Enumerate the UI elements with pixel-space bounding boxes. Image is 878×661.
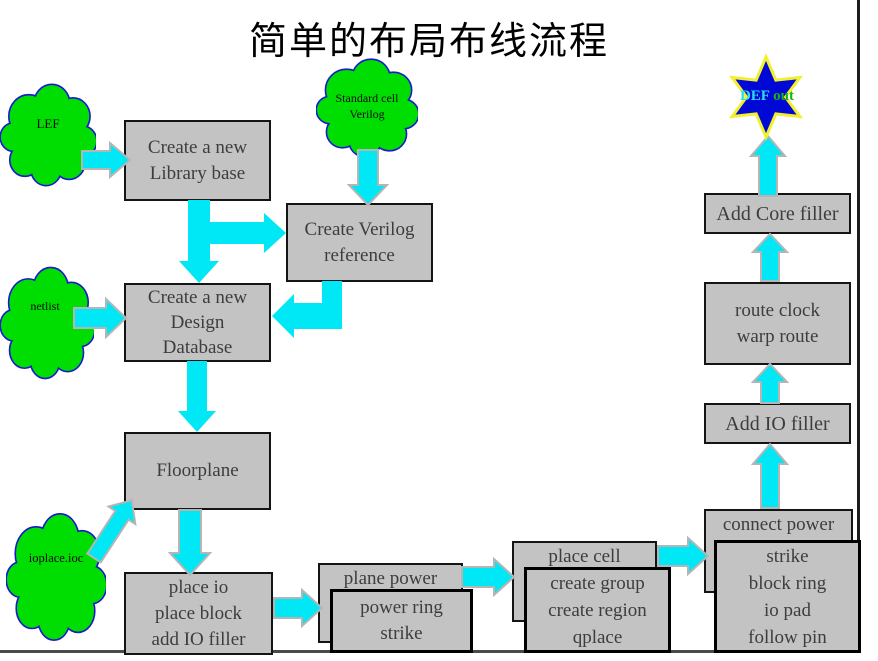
def-out-star-label: DEF out	[731, 88, 803, 105]
slide-right-border	[857, 0, 860, 653]
page-title: 简单的布局布线流程	[248, 21, 609, 63]
box-line: Add Core filler	[716, 202, 839, 225]
box-line: route clock	[735, 299, 820, 321]
box-line: connect power	[722, 514, 835, 535]
box-line: strike	[766, 545, 809, 567]
arrow-verilog-ref-to-database	[272, 281, 342, 338]
cloud-line: Standard cell	[335, 91, 399, 105]
box-line: Create a new	[147, 287, 248, 308]
box-line: strike	[380, 623, 423, 644]
box-line: place io	[168, 576, 229, 598]
arrow-floorplane-to-placeio	[167, 509, 213, 577]
box-line: reference	[324, 244, 395, 266]
box-power-ring-strike: power ring strike	[330, 589, 473, 653]
lef-cloud-label: LEF	[36, 116, 60, 131]
box-line: Library base	[149, 162, 246, 184]
box-route-clock: route clock warp route	[704, 282, 851, 365]
arrow-branch-to-verilog-ref	[196, 213, 286, 253]
standard-cell-cloud-icon	[316, 58, 418, 158]
arrow-placeio-to-planepower	[273, 587, 324, 629]
box-line: qplace	[572, 626, 623, 648]
box-line: add IO filler	[151, 628, 246, 650]
box-line: plane power	[343, 568, 438, 589]
box-line: place block	[154, 602, 243, 624]
box-create-library-base: Create a new Library base	[124, 120, 271, 201]
box-create-group-region-qplace: create group create region qplace	[524, 567, 671, 653]
lef-cloud-icon	[0, 83, 96, 187]
ioplace-cloud-icon	[6, 512, 106, 642]
netlist-cloud-icon	[0, 266, 94, 380]
cloud-line: Verilog	[349, 107, 385, 121]
box-create-verilog-reference: Create Verilog reference	[286, 203, 433, 282]
box-line: create region	[548, 599, 647, 621]
arrow-connectpower-to-iofiller	[750, 442, 790, 509]
box-line: create group	[550, 572, 645, 594]
ioplace-cloud-label: ioplace.ioc	[28, 551, 84, 565]
box-line: Floorplane	[156, 460, 239, 481]
box-line: Database	[162, 337, 233, 358]
box-line: block ring	[748, 572, 827, 594]
box-line: follow pin	[748, 626, 827, 648]
box-add-core-filler: Add Core filler	[704, 193, 851, 234]
arrow-library-to-database	[179, 200, 219, 283]
box-place-io: place io place block add IO filler	[124, 572, 273, 655]
box-floorplane: Floorplane	[124, 432, 271, 510]
box-line: Design	[170, 312, 225, 333]
arrow-verilog-cloud-down	[346, 149, 390, 207]
def-label: DEF	[739, 88, 770, 104]
box-line: Add IO filler	[725, 412, 830, 435]
box-create-design-database: Create a new Design Database	[124, 283, 271, 362]
out-label: out	[773, 88, 795, 104]
arrow-iofiller-to-routeclock	[750, 362, 790, 404]
box-add-io-filler: Add IO filler	[704, 403, 851, 444]
arrow-routeclock-to-corefiller	[750, 232, 790, 282]
box-line: place cell	[548, 546, 621, 567]
box-line: warp route	[736, 325, 819, 347]
box-line: power ring	[360, 597, 443, 618]
arrow-corefiller-to-defout	[748, 134, 788, 197]
box-strike-block-ring: strike block ring io pad follow pin	[714, 540, 861, 653]
box-line: io pad	[764, 599, 811, 621]
netlist-cloud-label: netlist	[30, 299, 60, 313]
box-line: Create Verilog	[304, 218, 415, 240]
box-line: Create a new	[147, 136, 248, 158]
arrow-database-to-floorplane	[178, 361, 216, 432]
standard-cell-cloud-label: Standard cell Verilog	[316, 90, 418, 122]
